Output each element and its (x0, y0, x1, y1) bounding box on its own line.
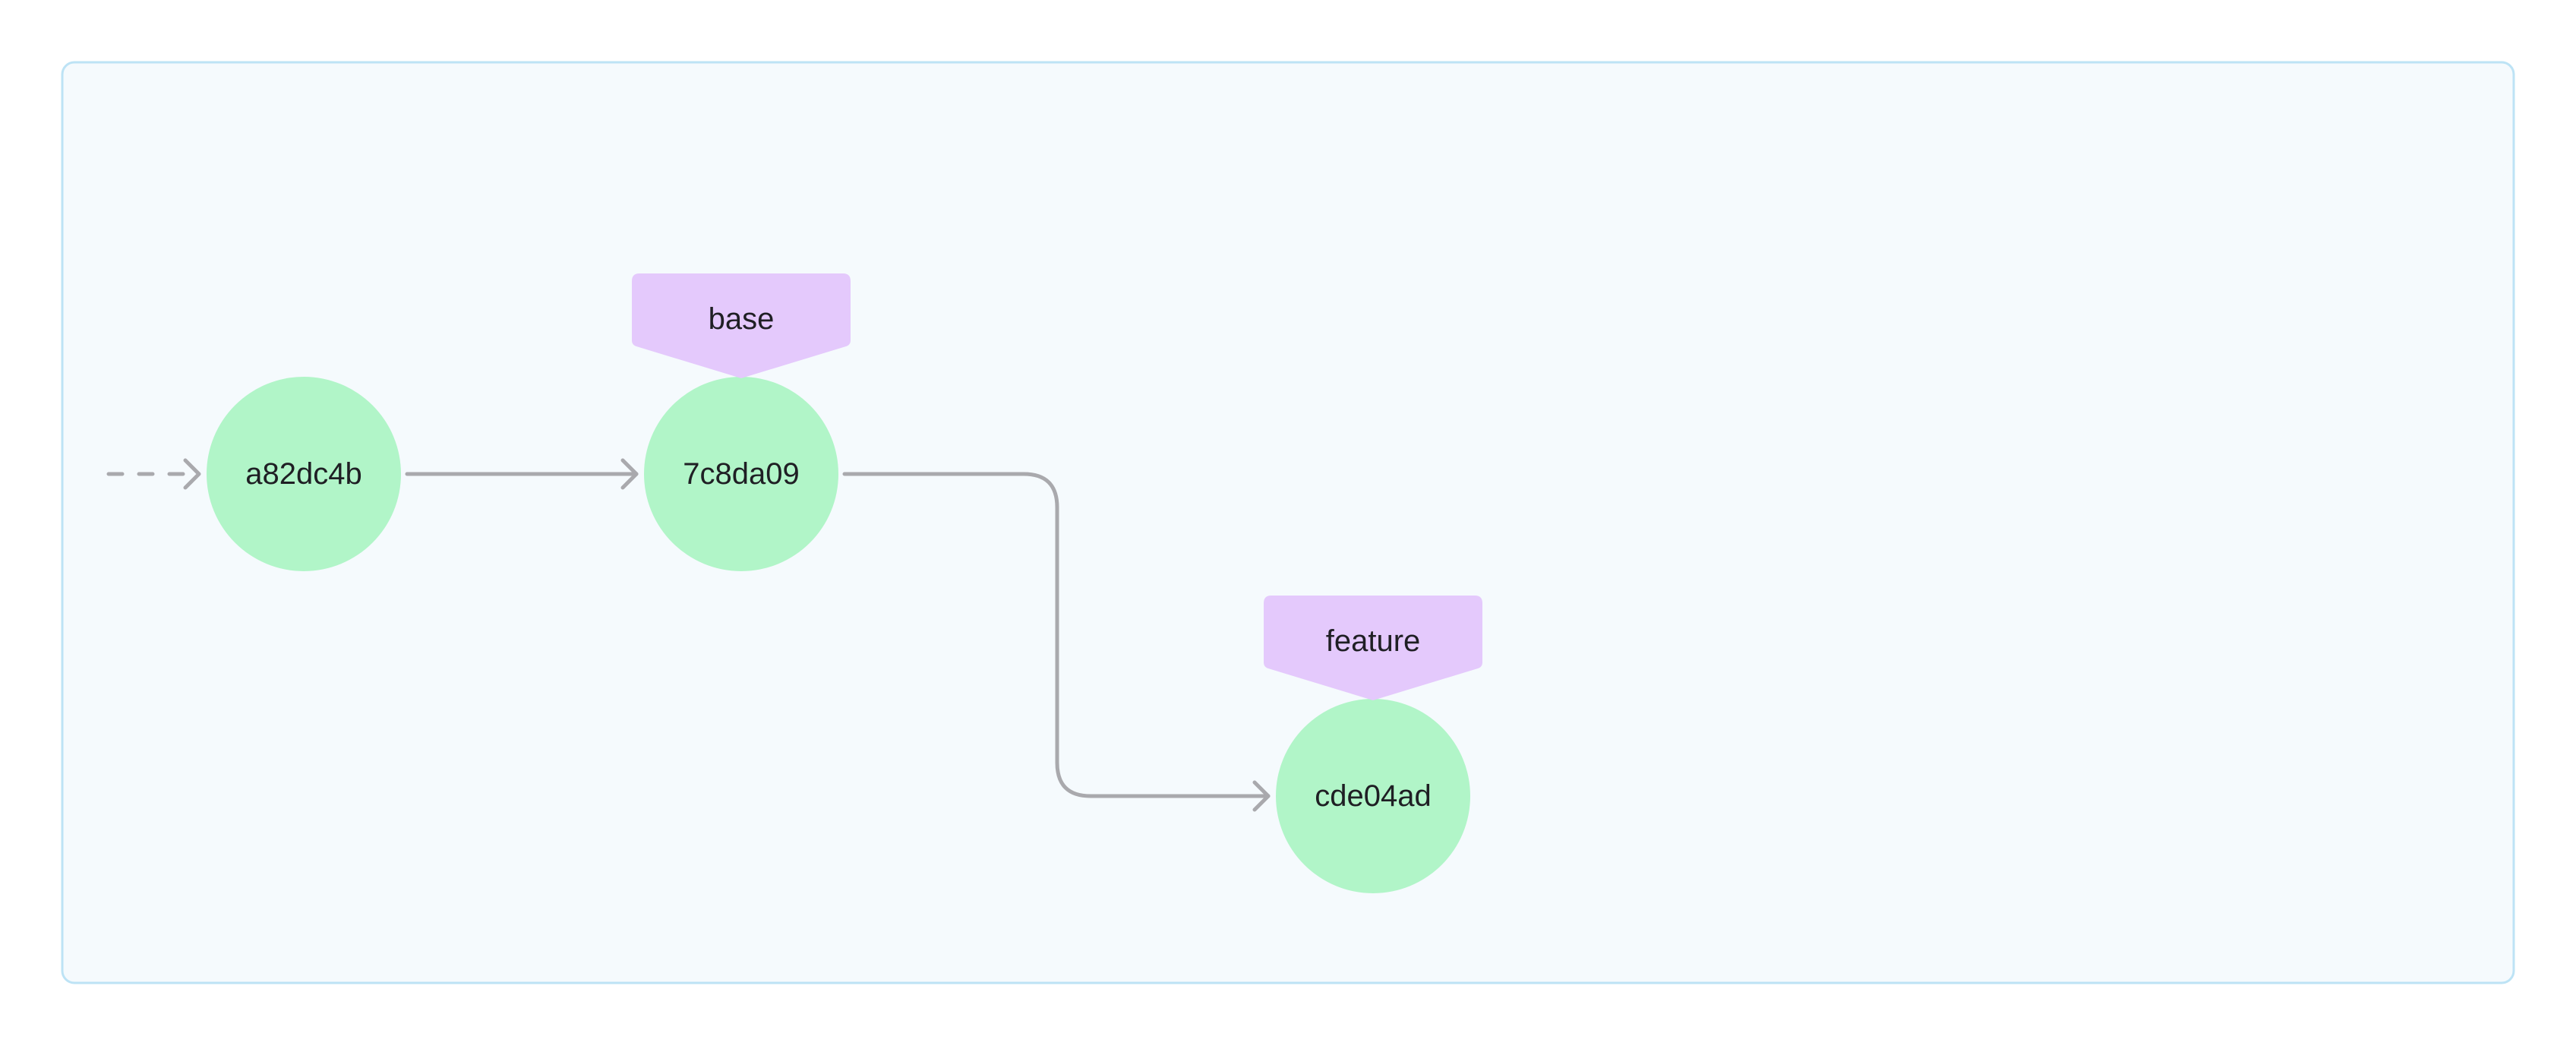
branch-label-tag (632, 273, 851, 378)
branch-labels: base feature (632, 273, 1482, 700)
commit-id-label: 7c8da09 (683, 457, 799, 491)
commit-circle (1276, 699, 1470, 893)
branch-label[interactable]: base (632, 273, 851, 378)
branch-label-tag (1264, 596, 1482, 700)
commit-id-label: a82dc4b (245, 457, 361, 491)
branch-label[interactable]: feature (1264, 596, 1482, 700)
arrowhead-into-7c8da09 (620, 458, 639, 490)
arrowhead-into-cde04ad (1252, 780, 1271, 812)
diagram-panel (61, 61, 2515, 984)
commit-id-label: cde04ad (1315, 779, 1431, 813)
branch-name: base (709, 302, 775, 336)
commit-node[interactable]: a82dc4b (207, 377, 401, 571)
edges (106, 458, 1271, 812)
branch-name: feature (1326, 624, 1421, 658)
commit-node[interactable]: cde04ad (1276, 699, 1470, 893)
arrowhead-into-a82dc4b (183, 458, 201, 490)
edge-7c8da09-to-cde04ad (842, 472, 1271, 798)
commits: a82dc4b 7c8da09 cde04ad (207, 377, 1470, 893)
commit-node[interactable]: 7c8da09 (644, 377, 838, 571)
commit-circle (644, 377, 838, 571)
commit-circle (207, 377, 401, 571)
